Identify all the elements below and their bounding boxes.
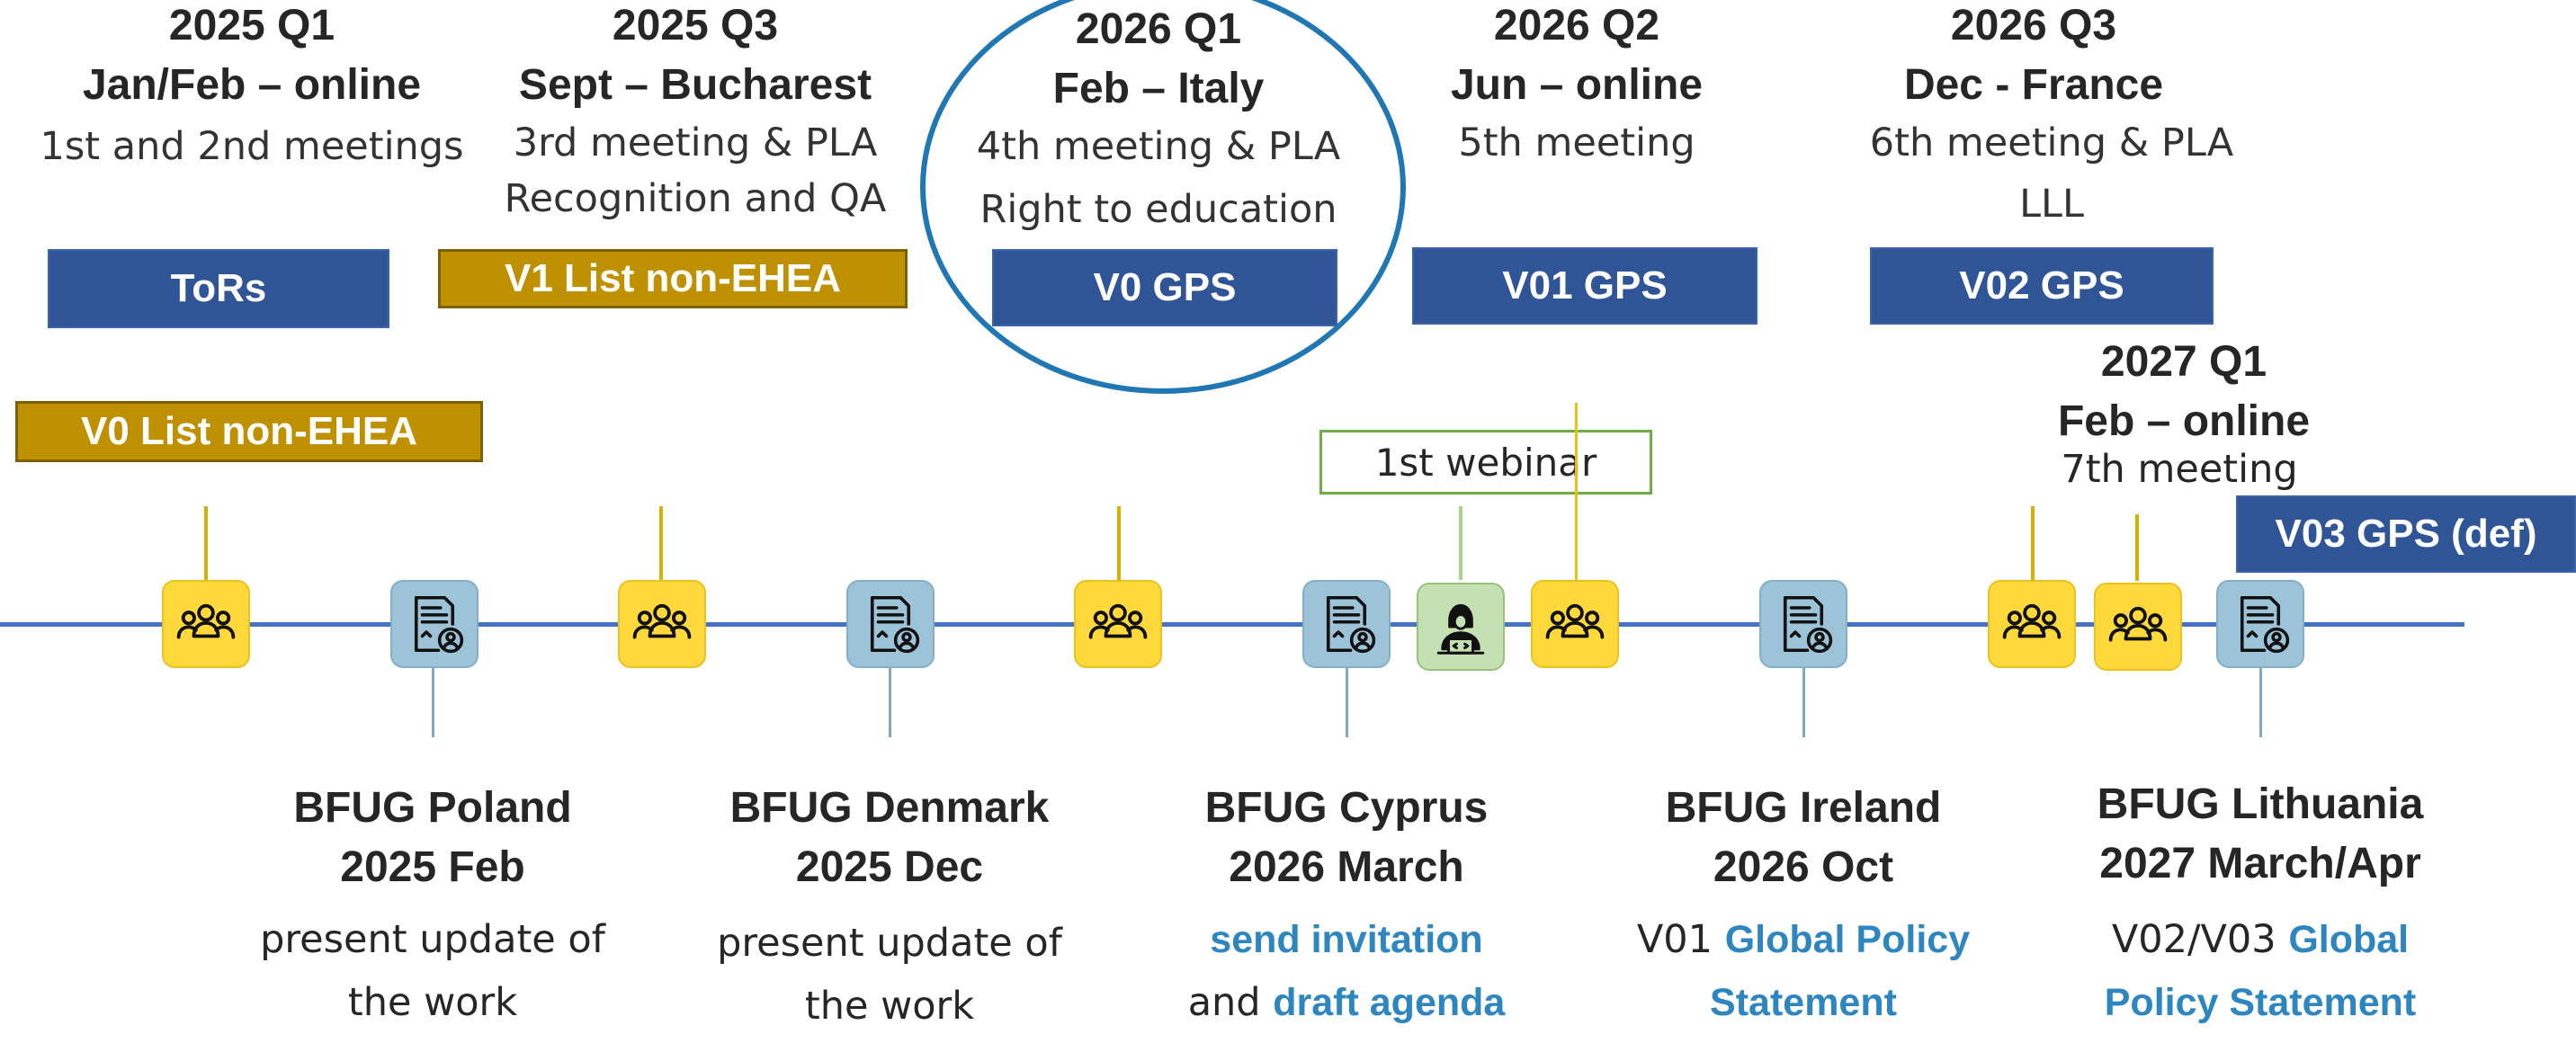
meeting-group-icon	[1531, 580, 1619, 668]
topic-label: LLL	[2019, 182, 2084, 227]
v02-gps-box: V02 GPS	[1870, 247, 2214, 325]
column-2025-q1: 2025 Q1 Jan/Feb – online 1st and 2nd mee…	[0, 0, 504, 176]
bfug-desc-line: send invitation	[1210, 918, 1483, 961]
bfug-desc-line: present update of	[717, 921, 1062, 966]
meeting-label: 1st and 2nd meetings	[40, 124, 464, 169]
meeting-group-icon	[1988, 580, 2076, 668]
connector-line	[204, 506, 208, 580]
quarter-label: 2025 Q1	[168, 2, 335, 49]
location-label: Dec - France	[1903, 61, 2164, 109]
meeting-group-icon	[1074, 580, 1162, 668]
connector-line	[1575, 403, 1578, 581]
bfug-title: BFUG Poland	[293, 784, 572, 832]
column-2026-q1: 2026 Q1 Feb – Italy 4th meeting & PLA Ri…	[907, 0, 1410, 239]
connector-line	[432, 665, 434, 737]
bfug-title: BFUG Lithuania	[2097, 780, 2424, 828]
tors-box: ToRs	[48, 249, 389, 328]
bfug-cyprus: BFUG Cyprus 2026 March send invitation a…	[1122, 779, 1571, 1034]
connector-line	[2259, 665, 2262, 737]
bfug-desc-line: Policy Statement	[2104, 981, 2417, 1024]
v0-gps-box: V0 GPS	[992, 249, 1337, 326]
document-user-icon	[1759, 580, 1847, 668]
webinar-person-icon	[1417, 583, 1505, 671]
column-2027-q1: 2027 Q1 Feb – online	[1932, 333, 2436, 451]
column-2026-q2: 2026 Q2 Jun – online 5th meeting	[1325, 0, 1829, 173]
bfug-title: BFUG Denmark	[729, 784, 1050, 832]
meeting-label: 6th meeting & PLA	[1869, 120, 2234, 165]
v0-list-box: V0 List non-EHEA	[15, 401, 483, 462]
v01-gps-box: V01 GPS	[1412, 247, 1758, 325]
connector-line	[1802, 665, 1805, 737]
meeting-group-icon	[162, 580, 250, 668]
bfug-denmark: BFUG Denmark 2025 Dec present update of …	[665, 779, 1114, 1038]
bfug-date: 2025 Feb	[340, 843, 525, 891]
quarter-label: 2026 Q1	[1075, 5, 1242, 53]
quarter-label: 2025 Q3	[612, 2, 779, 49]
document-user-icon	[846, 580, 935, 668]
document-user-icon	[390, 580, 479, 668]
bfug-desc-line: Statement	[1710, 981, 1897, 1024]
webinar-box: 1st webinar	[1319, 430, 1652, 495]
highlight-circle	[920, 0, 1406, 394]
bfug-desc-line: the work	[347, 980, 518, 1025]
meeting-label: 5th meeting	[1458, 120, 1695, 165]
quarter-label: 2026 Q2	[1493, 2, 1660, 49]
topic-label: Right to education	[979, 187, 1337, 232]
bfug-date: 2026 Oct	[1713, 843, 1894, 891]
quarter-label: 2026 Q3	[1950, 2, 2117, 49]
v03-gps-box: V03 GPS (def)	[2236, 495, 2576, 573]
connector-line	[1459, 506, 1462, 580]
v1-list-box: V1 List non-EHEA	[438, 249, 908, 308]
location-label: Jan/Feb – online	[82, 61, 422, 109]
topic-label: Recognition and QA	[504, 176, 887, 221]
location-label: Jun – online	[1450, 61, 1704, 109]
bfug-date: 2027 March/Apr	[2099, 840, 2421, 887]
bfug-desc-line: and draft agenda	[1187, 980, 1506, 1025]
connector-line	[1346, 665, 1348, 737]
meeting-group-icon	[618, 580, 706, 668]
bfug-ireland: BFUG Ireland 2026 Oct V01 Global Policy …	[1579, 779, 2028, 1034]
meeting-label: 3rd meeting & PLA	[513, 120, 878, 165]
connector-line	[659, 506, 663, 580]
location-label: Feb – online	[2057, 397, 2311, 445]
quarter-label: 2027 Q1	[2100, 338, 2267, 386]
bfug-lithuania: BFUG Lithuania 2027 March/Apr V02/V03 Gl…	[2035, 775, 2485, 1034]
bfug-title: BFUG Cyprus	[1204, 784, 1489, 832]
connector-line	[889, 665, 891, 737]
bfug-date: 2025 Dec	[795, 843, 984, 891]
bfug-desc-line: the work	[804, 984, 975, 1029]
location-label: Sept – Bucharest	[518, 61, 872, 109]
column-2026-q3: 2026 Q3 Dec - France 6th meeting & PLA L…	[1782, 0, 2285, 234]
location-label: Feb – Italy	[1052, 65, 1265, 112]
bfug-title: BFUG Ireland	[1665, 784, 1942, 832]
meeting-label: 4th meeting & PLA	[976, 124, 1341, 169]
column-2025-q3: 2025 Q3 Sept – Bucharest 3rd meeting & P…	[443, 0, 947, 228]
bfug-desc-line: V01 Global Policy	[1636, 917, 1971, 962]
bfug-desc-line: V02/V03 Global	[2111, 917, 2410, 962]
bfug-desc-line: present update of	[260, 917, 605, 962]
connector-line	[1117, 506, 1121, 580]
timeline-line	[0, 622, 2464, 627]
document-user-icon	[1302, 580, 1391, 668]
meeting-group-icon	[2094, 583, 2182, 671]
connector-line	[2031, 506, 2035, 580]
bfug-date: 2026 March	[1229, 843, 1464, 891]
connector-line	[2135, 514, 2139, 581]
document-user-icon	[2216, 580, 2304, 668]
meeting-label-2027: 7th meeting	[2061, 447, 2298, 492]
bfug-poland: BFUG Poland 2025 Feb present update of t…	[208, 779, 657, 1034]
